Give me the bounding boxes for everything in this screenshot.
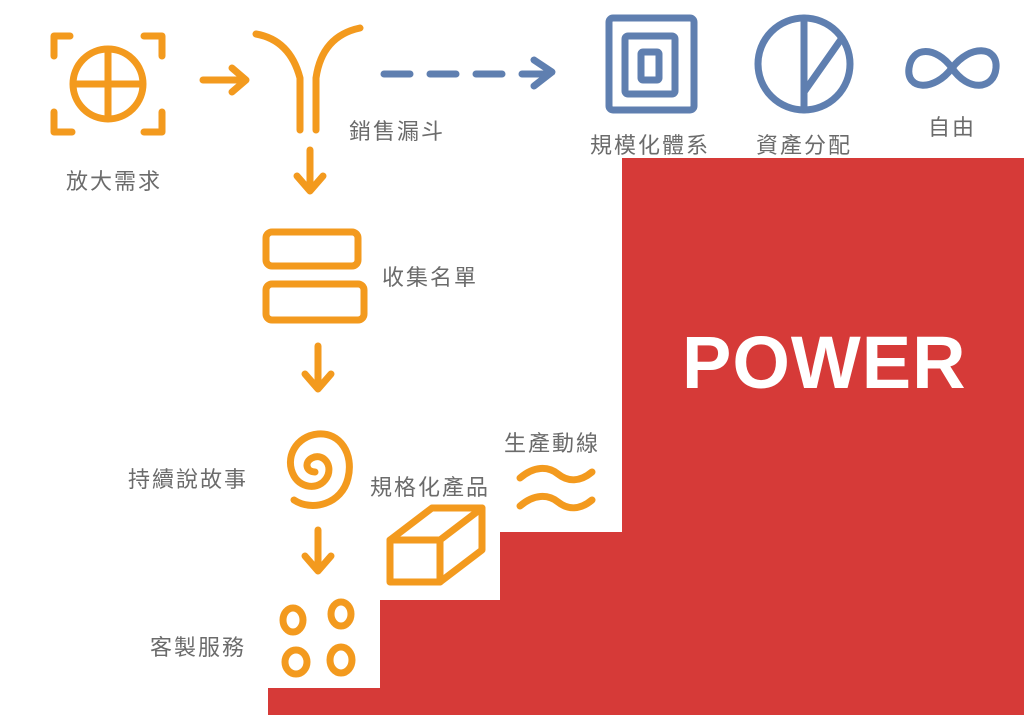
list-icon [262,228,368,324]
label-sales-funnel: 銷售漏斗 [349,120,446,145]
wave-icon [516,465,596,512]
label-freedom: 自由 [928,116,977,141]
spiral-icon [286,430,353,509]
four-dots-icon [279,598,356,678]
arrow-down-icon [293,146,327,195]
power-staircase [268,158,1024,715]
crosshair-target-icon [50,32,166,136]
label-amplify-demand: 放大需求 [66,170,163,195]
arrow-right-icon [199,64,250,96]
label-storytelling: 持續說故事 [128,468,249,493]
label-scaled-system: 規模化體系 [590,134,711,159]
label-collect-list: 收集名單 [382,266,479,291]
arrow-down-icon [301,526,335,575]
label-custom-service: 客製服務 [150,636,247,661]
arrow-down-icon [301,342,335,393]
label-asset-allocation: 資產分配 [756,134,853,159]
dashed-arrow-icon [380,56,556,90]
label-standard-product: 規格化產品 [370,476,491,501]
nested-squares-icon [605,14,698,114]
funnel-icon [252,24,364,134]
power-title: POWER [682,321,967,404]
pie-chart-icon [754,14,854,114]
box-icon [386,504,486,586]
label-production-flow: 生產動線 [504,432,601,457]
infinity-icon [905,47,1000,89]
